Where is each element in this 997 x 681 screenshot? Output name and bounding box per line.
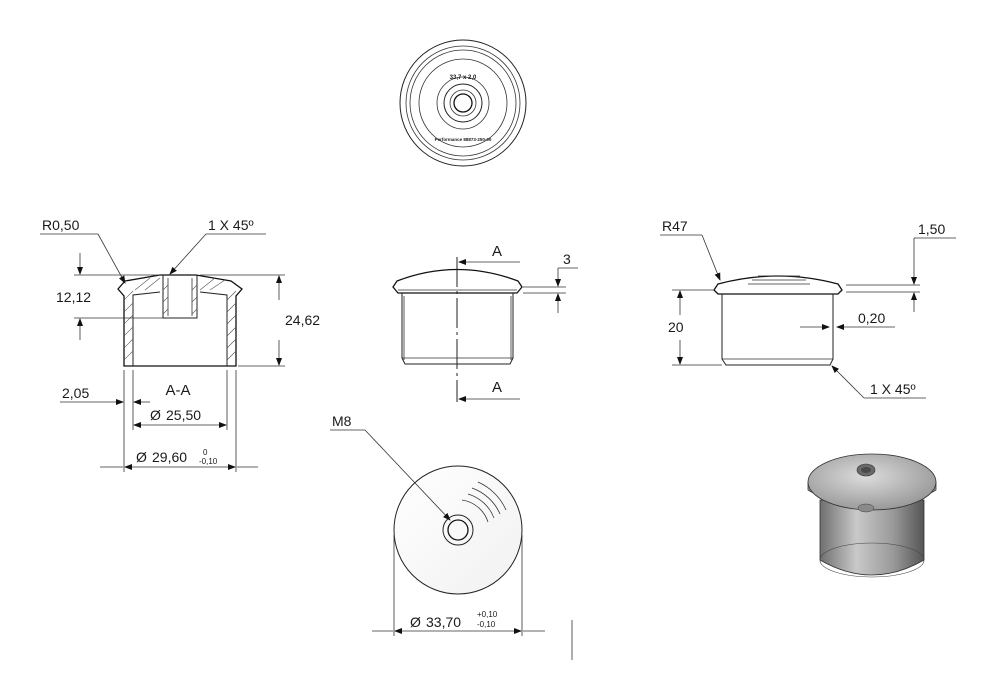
section-radius-label: R0,50: [42, 217, 80, 233]
top-marking-top: 33,7 x 2,0: [450, 75, 477, 81]
section-outer-tol-upper: 0: [203, 448, 208, 457]
isometric-view: [807, 453, 937, 578]
section-inner-dia-symbol: Ø: [150, 407, 161, 423]
front-view: A A 3: [392, 243, 578, 402]
section-inner-dia-label: 25,50: [166, 407, 201, 423]
side-radius-label: R47: [662, 218, 688, 234]
bottom-thread-label: M8: [332, 413, 352, 429]
side-chamfer-label: 1 X 45º: [870, 381, 916, 397]
section-outer-dia-symbol: Ø: [136, 449, 147, 465]
top-view: 33,7 x 2,0 Performance 88873-250-00: [399, 39, 527, 167]
section-chamfer-label: 1 X 45º: [208, 217, 254, 233]
cut-label-top: A: [492, 243, 502, 260]
side-gap-label: 0,20: [858, 310, 885, 326]
bottom-tol-lower: -0,10: [477, 620, 496, 629]
section-thread-depth-label: 12,12: [56, 289, 91, 305]
side-view: R47 1,50 20 0,20 1 X 45º: [660, 218, 956, 399]
section-hatch: [123, 277, 237, 361]
bottom-tol-upper: +0,10: [477, 610, 498, 619]
section-wall-label: 2,05: [62, 385, 89, 401]
bottom-view: M8 Ø 33,70 +0,10 -0,10: [330, 413, 573, 660]
section-view: R0,50 1 X 45º 12,12 24,62 2,05 A-A Ø 25,…: [40, 217, 320, 472]
bottom-dia-symbol: Ø: [410, 614, 421, 630]
side-cap-thickness-label: 1,50: [918, 221, 945, 237]
cut-label-bottom: A: [492, 379, 502, 396]
section-outer-tol-lower: -0,10: [199, 457, 218, 466]
top-marking-bottom: Performance 88873-250-00: [435, 137, 492, 142]
section-height-label: 24,62: [285, 312, 320, 328]
section-label: A-A: [165, 382, 190, 399]
section-outer-dia-label: 29,60: [152, 449, 187, 465]
side-height-label: 20: [668, 319, 684, 335]
bottom-dia-label: 33,70: [426, 614, 461, 630]
front-cap-dim-label: 3: [563, 251, 571, 267]
